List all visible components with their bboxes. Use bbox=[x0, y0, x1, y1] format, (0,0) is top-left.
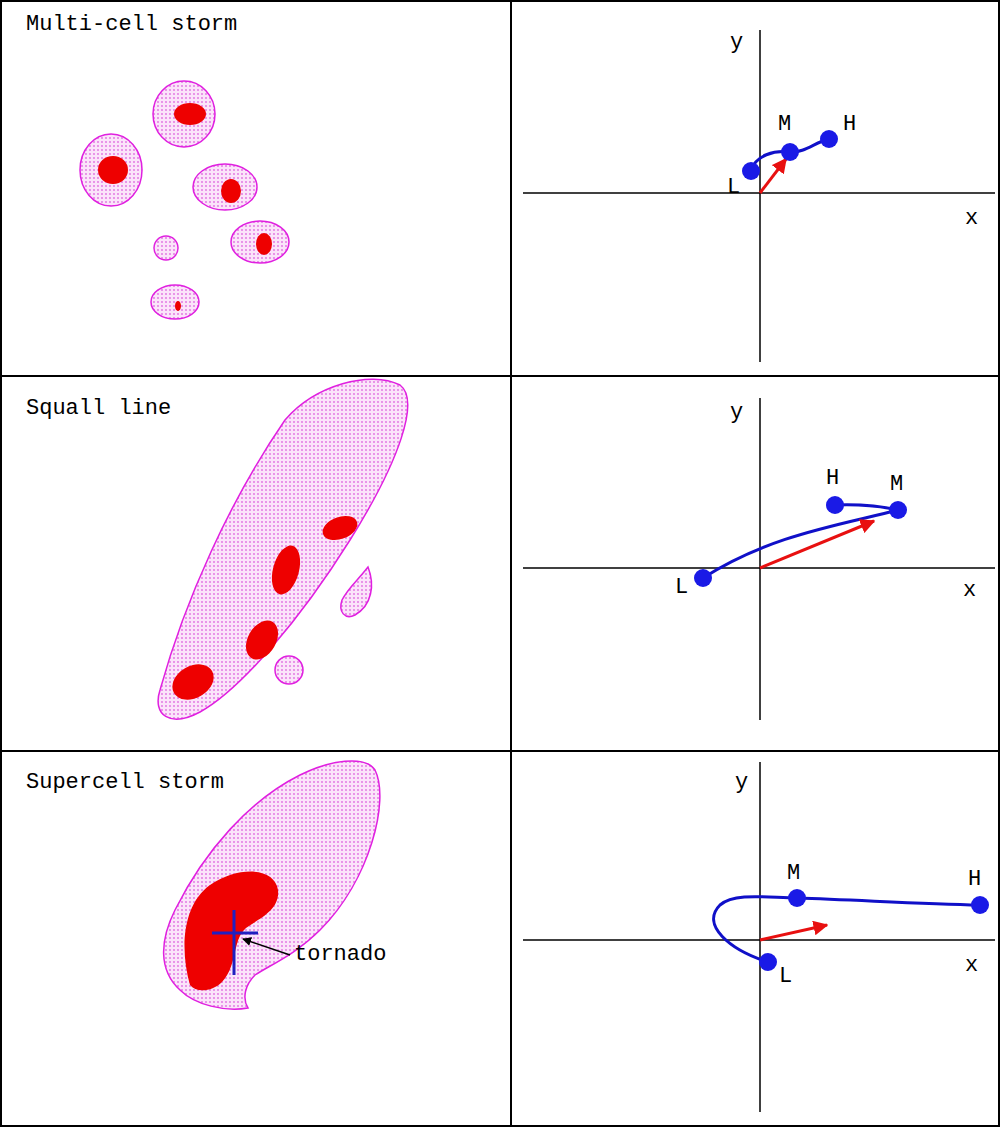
level-label: L bbox=[779, 964, 792, 990]
storm-panel: Squall line bbox=[0, 375, 512, 752]
squall-cores bbox=[166, 512, 361, 707]
level-label: M bbox=[890, 472, 903, 498]
level-label: M bbox=[778, 112, 791, 138]
level-label: L bbox=[727, 175, 740, 201]
wind-dots bbox=[694, 496, 907, 587]
storm-motion-arrow bbox=[760, 521, 874, 568]
wind-dots bbox=[759, 889, 989, 971]
hodograph-curve bbox=[751, 139, 829, 171]
panel-title: Supercell storm bbox=[26, 770, 224, 796]
wind-dots bbox=[742, 130, 838, 180]
axis-label: y bbox=[730, 400, 743, 426]
storm-motion-arrow bbox=[760, 159, 786, 193]
axis-label: x bbox=[965, 953, 978, 979]
hodograph-curve bbox=[714, 897, 980, 962]
supercell-outline bbox=[164, 761, 380, 1009]
axis-label: y bbox=[730, 30, 743, 56]
hodograph-curve bbox=[703, 505, 898, 578]
level-label: H bbox=[968, 867, 981, 893]
storm-panel: Multi-cell storm bbox=[0, 0, 512, 377]
hodograph-axes bbox=[523, 30, 995, 362]
axis-label: y bbox=[735, 770, 748, 796]
squall-satellite bbox=[341, 567, 372, 617]
hodograph-panel: y x L M H bbox=[510, 0, 1000, 377]
leader-line bbox=[243, 939, 290, 955]
squall-outline bbox=[158, 379, 408, 719]
storm-motion-arrow bbox=[760, 925, 827, 940]
axis-label: x bbox=[965, 206, 978, 232]
axis-label: x bbox=[963, 578, 976, 604]
hodograph-axes bbox=[523, 762, 995, 1112]
panel-title: Squall line bbox=[26, 396, 171, 422]
supercell-core bbox=[185, 872, 279, 991]
callout-label: tornado bbox=[294, 942, 386, 968]
hodograph-panel: y x L M H bbox=[510, 375, 1000, 752]
hodograph-axes bbox=[523, 398, 995, 720]
level-label: M bbox=[787, 861, 800, 887]
level-label: H bbox=[826, 466, 839, 492]
squall-satellite bbox=[275, 656, 303, 684]
level-label: H bbox=[843, 112, 856, 138]
storm-panel: Supercell storm tornado bbox=[0, 750, 512, 1127]
multicell-cells bbox=[80, 81, 289, 319]
panel-title: Multi-cell storm bbox=[26, 12, 237, 38]
level-label: L bbox=[675, 575, 688, 601]
multicell-cores bbox=[98, 103, 272, 311]
hodograph-panel: y x L M H bbox=[510, 750, 1000, 1127]
